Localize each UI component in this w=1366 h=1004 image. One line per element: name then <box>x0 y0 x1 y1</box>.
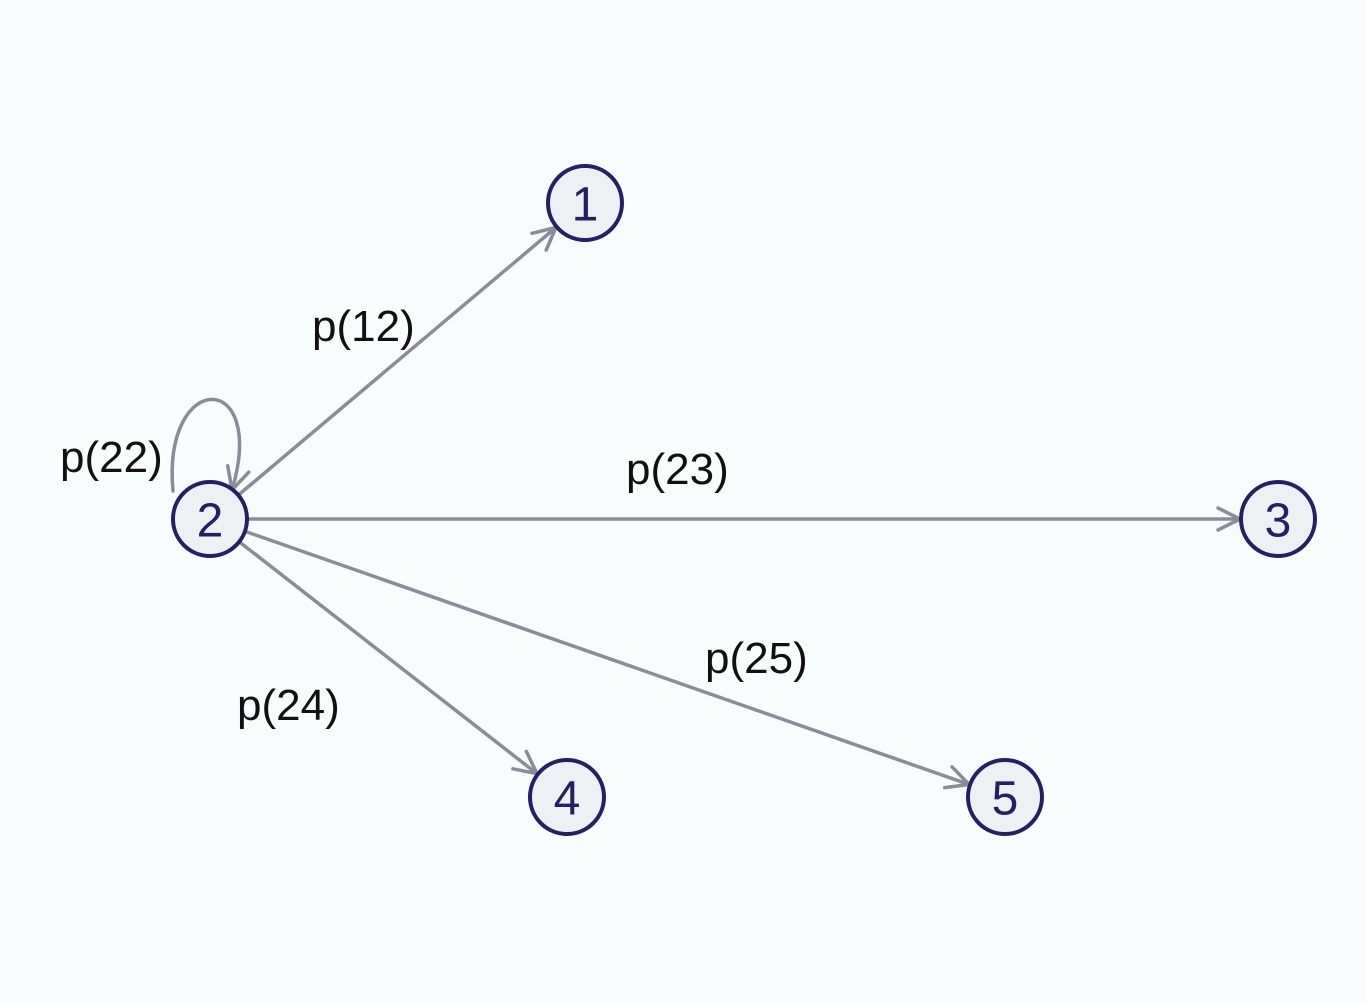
node-1: 1 <box>546 164 624 242</box>
edges <box>170 225 1242 790</box>
node-label-4: 4 <box>554 773 581 826</box>
edge-line-2-2 <box>170 397 242 493</box>
node-circle-5 <box>966 758 1044 836</box>
edge-2-3 <box>243 506 1242 532</box>
edge-label-2-5: p(25) <box>705 634 808 683</box>
edge-line-2-5 <box>241 528 971 787</box>
node-3: 3 <box>1239 480 1317 558</box>
node-circle-3 <box>1239 480 1317 558</box>
edge-label-2-1: p(12) <box>312 302 415 351</box>
node-2: 2 <box>171 480 249 558</box>
edge-label-2-2: p(22) <box>60 433 163 482</box>
node-label-1: 1 <box>572 179 599 232</box>
node-circle-1 <box>546 164 624 242</box>
node-label-3: 3 <box>1265 495 1292 548</box>
edge-2-5 <box>241 528 971 790</box>
node-5: 5 <box>966 758 1044 836</box>
edge-2-4 <box>235 538 539 776</box>
edge-line-2-1 <box>235 225 558 499</box>
edge-label-2-3: p(23) <box>626 445 729 494</box>
edge-line-2-4 <box>235 538 539 776</box>
edge-labels: p(22) p(12) p(23) p(24) p(25) <box>60 302 808 730</box>
edge-2-2 <box>170 397 251 493</box>
node-circle-2 <box>171 480 249 558</box>
nodes: 1 2 3 4 5 <box>171 164 1317 836</box>
edge-2-1 <box>235 225 558 499</box>
node-label-5: 5 <box>992 773 1019 826</box>
node-label-2: 2 <box>197 495 224 548</box>
edge-label-2-4: p(24) <box>237 681 340 730</box>
node-4: 4 <box>528 758 606 836</box>
node-circle-4 <box>528 758 606 836</box>
